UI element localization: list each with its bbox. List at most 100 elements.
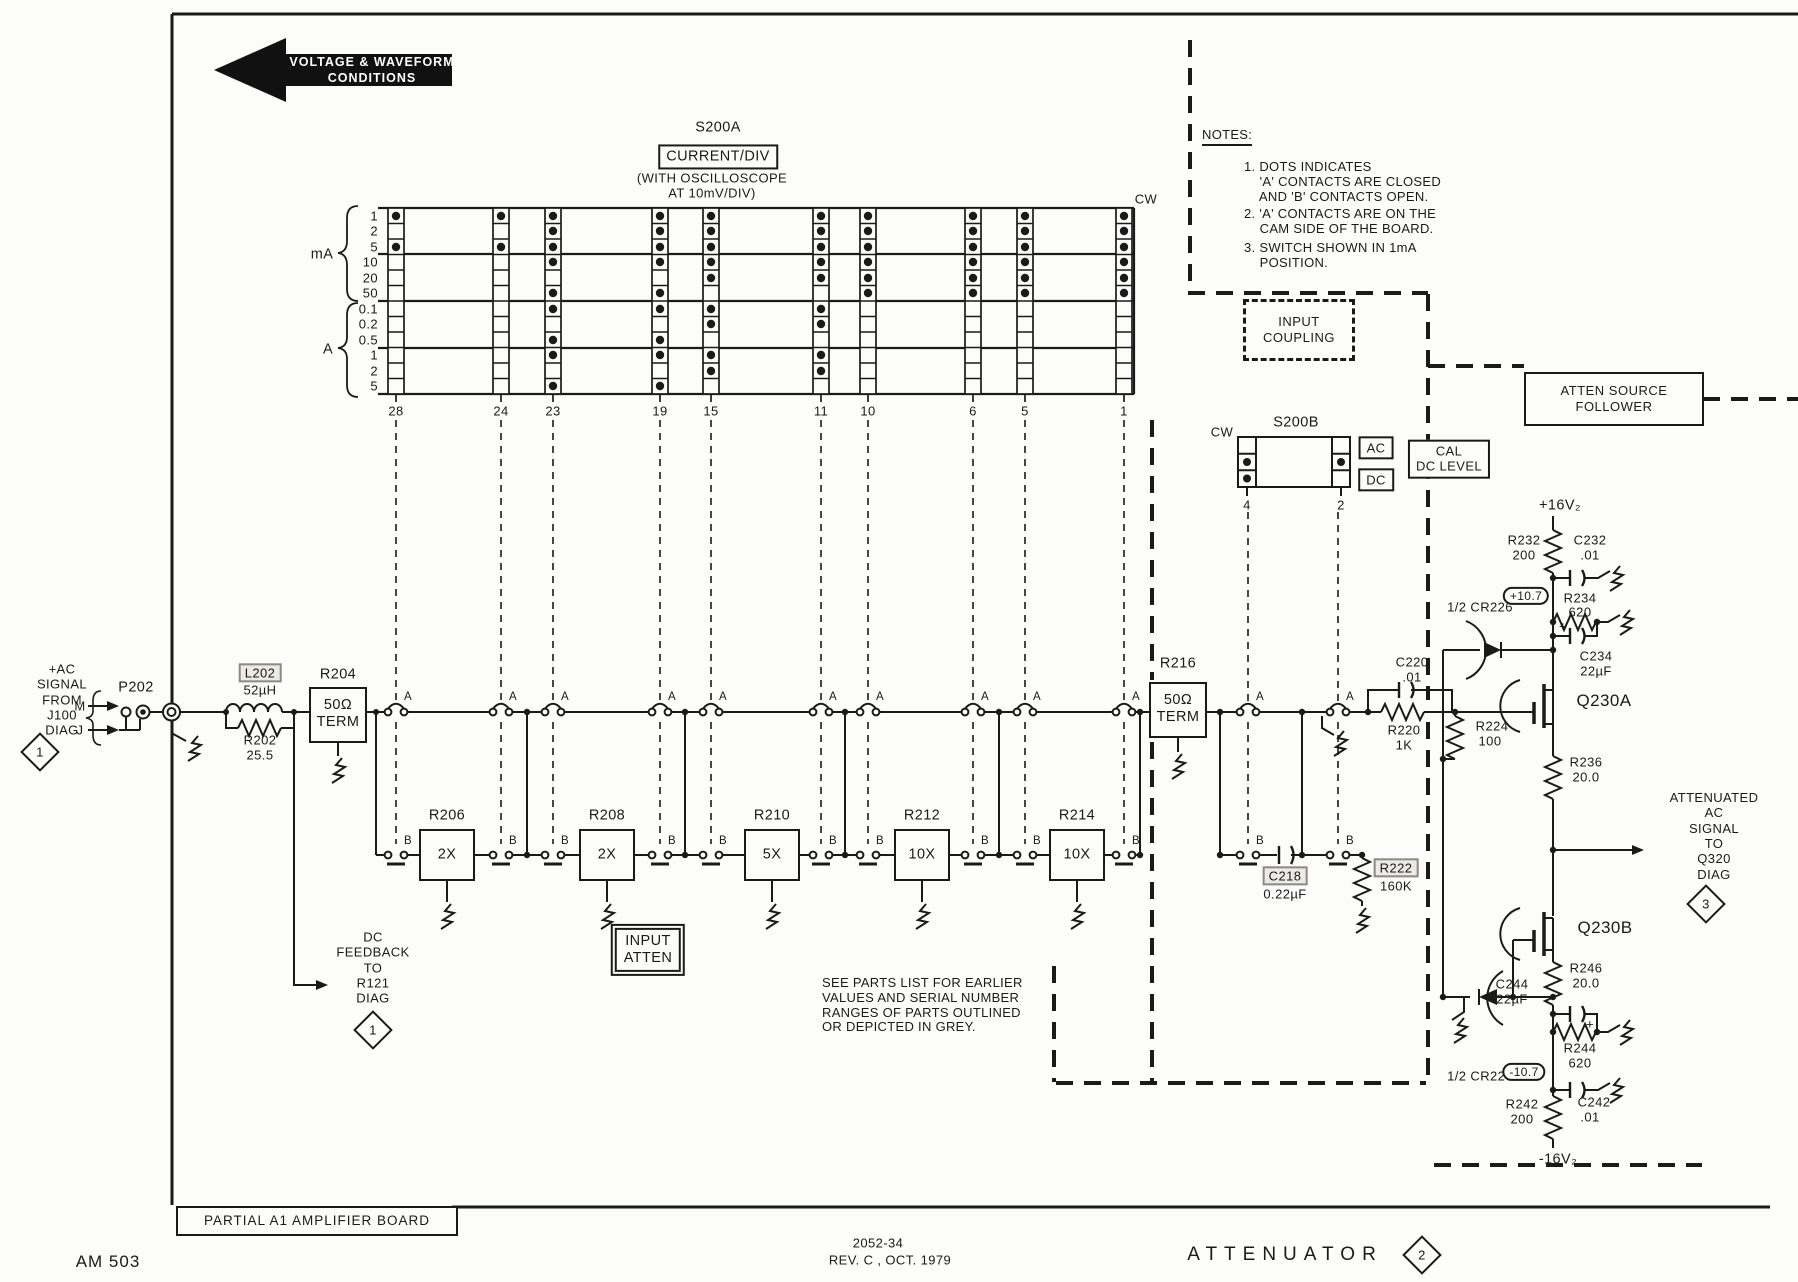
matrix-unit-a: A: [322, 341, 334, 358]
closed-contact-dot: [1020, 257, 1030, 267]
cal-dc-level-box: CAL DC LEVEL: [1407, 439, 1491, 479]
matrix-unit-ma: mA: [310, 246, 334, 263]
note-2: 2. 'A' CONTACTS ARE ON THE CAM SIDE OF T…: [1244, 206, 1437, 236]
contact-a-label: A: [560, 691, 570, 704]
closed-contact-dot: [1020, 226, 1030, 236]
closed-contact-dot: [816, 304, 826, 314]
c244-ref: C244: [1495, 976, 1529, 992]
closed-contact-dot: [655, 242, 665, 252]
test-voltage-pos: +10.7: [1502, 586, 1550, 606]
input-atten-box: INPUT ATTEN: [610, 923, 686, 977]
contact-b-label: B: [1345, 835, 1355, 848]
closed-contact-dot: [706, 242, 716, 252]
closed-contact-dot: [1119, 226, 1129, 236]
sheet-diamond-ref: 2: [1418, 1247, 1426, 1263]
closed-contact-dot: [863, 242, 873, 252]
matrix-row-label: 1: [370, 347, 378, 363]
s200b-dc-box: DC: [1358, 468, 1394, 492]
r210-ref: R210: [753, 807, 791, 824]
matrix-row-label: 5: [370, 239, 378, 255]
s200b-name: S200B: [1273, 414, 1319, 431]
c242-ref: C242: [1577, 1094, 1611, 1110]
closed-contact-dot: [816, 211, 826, 221]
contact-a-label: A: [718, 691, 728, 704]
closed-contact-dot: [548, 211, 558, 221]
r202-value: 25.5: [246, 747, 274, 763]
r232-value: 200: [1512, 547, 1536, 563]
closed-contact-dot: [1119, 288, 1129, 298]
r214-factor: 10X: [1063, 846, 1091, 863]
r244-ref: R244: [1563, 1040, 1597, 1056]
contact-b-label: B: [980, 835, 990, 848]
board-title-box: PARTIAL A1 AMPLIFIER BOARD: [176, 1206, 458, 1236]
c244-polarity: +: [1586, 1016, 1594, 1032]
cam-contact-number: 19: [652, 403, 668, 419]
closed-contact-dot: [816, 273, 826, 283]
s200b-contact-2: 2: [1337, 497, 1345, 513]
output-diamond-ref: 3: [1702, 896, 1710, 912]
closed-contact-dot: [706, 226, 716, 236]
r210-factor: 5X: [762, 846, 782, 863]
r222-value: 160K: [1380, 878, 1412, 894]
closed-contact-dot: [706, 273, 716, 283]
s200a-cw-label: CW: [1134, 191, 1158, 207]
closed-contact-dot: [1119, 273, 1129, 283]
contact-b-label: B: [560, 835, 570, 848]
output-signal-label: ATTENUATED AC SIGNAL TO Q320 DIAG: [1669, 790, 1759, 882]
atten-source-follower-box: ATTEN SOURCE FOLLOWER: [1524, 372, 1704, 426]
q230a-ref: Q230A: [1576, 690, 1632, 710]
matrix-row-label: 5: [370, 378, 378, 394]
cam-contact-number: 28: [388, 403, 404, 419]
closed-contact-dot: [655, 226, 665, 236]
c234-polarity: +: [1559, 618, 1567, 634]
contact-a-label: A: [828, 691, 838, 704]
contact-a-label: A: [403, 691, 413, 704]
l202-value: 52µH: [243, 682, 277, 698]
c232-ref: C232: [1573, 532, 1607, 548]
closed-contact-dot: [863, 288, 873, 298]
closed-contact-dot: [655, 288, 665, 298]
contact-a-label: A: [1032, 691, 1042, 704]
closed-contact-dot: [655, 381, 665, 391]
r236-ref: R236: [1569, 754, 1603, 770]
p202-label: P202: [118, 679, 154, 696]
s200b-cw-label: CW: [1210, 424, 1234, 440]
s200a-condition: (WITH OSCILLOSCOPE AT 10mV/DIV): [636, 170, 788, 201]
doc-number: 2052-34: [852, 1235, 904, 1251]
closed-contact-dot: [816, 350, 826, 360]
closed-contact-dot: [968, 211, 978, 221]
r244-value: 620: [1568, 1055, 1592, 1071]
parts-list-note: SEE PARTS LIST FOR EARLIER VALUES AND SE…: [822, 975, 1023, 1035]
r208-ref: R208: [588, 807, 626, 824]
voltage-waveform-conditions-arrow: VOLTAGE & WAVEFORM CONDITIONS: [289, 54, 455, 85]
cam-contact-number: 10: [860, 403, 876, 419]
contact-b-label: B: [508, 835, 518, 848]
contact-b-label: B: [667, 835, 677, 848]
closed-contact-dot: [816, 242, 826, 252]
contact-b-label: B: [1032, 835, 1042, 848]
closed-contact-dot: [816, 257, 826, 267]
model-number: AM 503: [75, 1251, 141, 1271]
closed-contact-dot: [496, 211, 506, 221]
c220-value: .01: [1402, 669, 1422, 685]
input-coupling-box: INPUT COUPLING: [1243, 299, 1355, 361]
closed-contact-dot: [706, 304, 716, 314]
matrix-row-label: 0.5: [358, 332, 378, 348]
test-voltage-neg: -10.7: [1502, 1062, 1546, 1082]
cam-contact-number: 5: [1021, 403, 1029, 419]
r232-ref: R232: [1507, 532, 1541, 548]
closed-contact-dot: [655, 335, 665, 345]
matrix-row-label: 1: [370, 208, 378, 224]
closed-contact-dot: [863, 273, 873, 283]
matrix-row-label: 50: [362, 285, 378, 301]
matrix-row-label: 0.1: [358, 301, 378, 317]
closed-contact-dot: [968, 273, 978, 283]
r246-value: 20.0: [1572, 975, 1600, 991]
closed-contact-dot: [968, 226, 978, 236]
c234-ref: C234: [1579, 648, 1613, 664]
matrix-row-label: 0.2: [358, 316, 378, 332]
pin-j-label: J: [76, 722, 84, 738]
closed-contact-dot: [1020, 273, 1030, 283]
contact-b-label: B: [828, 835, 838, 848]
